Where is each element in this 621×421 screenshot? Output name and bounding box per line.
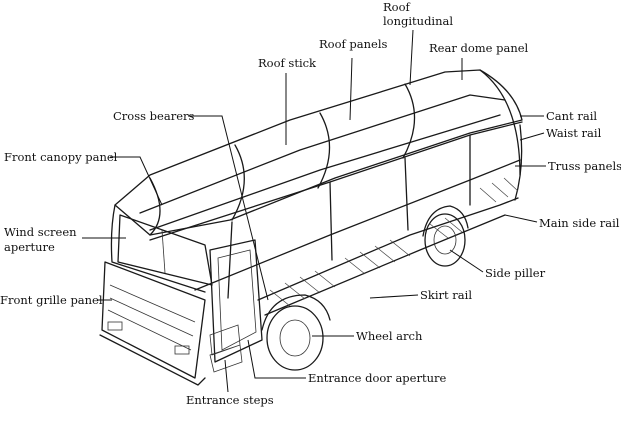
truss-panels-label: Truss panels	[548, 159, 621, 173]
leader-lines	[82, 29, 546, 393]
waist-rail	[194, 159, 521, 291]
roof-longitudinal-member	[139, 94, 506, 214]
entrance-door-aperture-label: Entrance door aperture	[308, 371, 446, 385]
headlamp	[174, 345, 190, 355]
side-pillar	[227, 221, 233, 299]
skirt-rail-label: Skirt rail	[420, 288, 472, 302]
front-canopy-panel-leader	[110, 156, 163, 206]
side-pillar	[404, 157, 409, 231]
rear-corner-pillar	[514, 124, 523, 201]
entrance-steps-label: Entrance steps	[186, 393, 274, 407]
main-side-rail	[257, 197, 519, 301]
skirt-rail-leader	[369, 294, 419, 299]
headlamp	[107, 321, 123, 331]
front-grille-panel-label: Front grille panel	[0, 293, 103, 307]
front-grille-panel-outline	[101, 261, 206, 379]
roof-longitudinal-leader	[409, 29, 414, 86]
wind-screen-aperture-label-line2: aperture	[4, 240, 55, 254]
roof-longitudinal-label-line1: Roof	[383, 0, 411, 14]
rear-dome-panel-outline	[479, 69, 521, 176]
front-bumper	[99, 334, 206, 386]
main-side-rail-label: Main side rail	[539, 216, 620, 230]
front-canopy-panel-outline	[110, 204, 206, 293]
roof-stick-label: Roof stick	[258, 56, 317, 70]
front-wheel-arch	[261, 294, 331, 331]
cant-rail	[149, 121, 523, 241]
main-side-rail-leader	[504, 214, 538, 223]
entrance-door-aperture-outline	[209, 239, 263, 363]
waist-rail-label: Waist rail	[546, 126, 602, 140]
door-frame-inner	[217, 249, 257, 351]
roof-panels-label: Roof panels	[319, 37, 388, 51]
entrance-steps-leader	[224, 359, 229, 393]
side-piller-label: Side piller	[485, 266, 546, 280]
wind-screen-divider	[161, 229, 166, 274]
bus-frame-drawing	[99, 69, 523, 386]
front-wheel	[261, 294, 331, 371]
roof-longitudinal-member	[149, 114, 501, 231]
side-pillar	[329, 181, 333, 261]
rear-dome-panel-label: Rear dome panel	[429, 41, 529, 55]
wind-screen-aperture-label-line1: Wind screen	[4, 225, 77, 239]
roof-stick	[317, 112, 331, 189]
cross-bearers-leader	[188, 115, 269, 301]
cant-rail-label: Cant rail	[546, 109, 597, 123]
roof-outline	[114, 69, 523, 236]
entrance-door-aperture-leader	[247, 339, 306, 379]
roof-stick	[402, 83, 416, 159]
entrance-steps-drawing	[209, 324, 243, 373]
truss-panels-hatching	[269, 177, 519, 307]
roof-stick	[149, 177, 161, 236]
front-grille-lines	[107, 284, 196, 351]
roof-longitudinal-label-line2: longitudinal	[383, 14, 453, 28]
front-canopy-panel-label: Front canopy panel	[4, 150, 118, 164]
cross-bearers-label: Cross bearers	[113, 109, 195, 123]
side-piller-leader	[449, 249, 484, 273]
waist-rail-leader	[519, 132, 545, 141]
roof-panels-leader	[349, 57, 353, 121]
rear-wheel-arch	[422, 205, 469, 237]
wheel-arch-label: Wheel arch	[356, 329, 423, 343]
skirt-rail	[264, 214, 506, 316]
rear-wheel	[422, 205, 469, 267]
diagram-labels: Roof longitudinal Roof panels Rear dome …	[0, 0, 621, 407]
